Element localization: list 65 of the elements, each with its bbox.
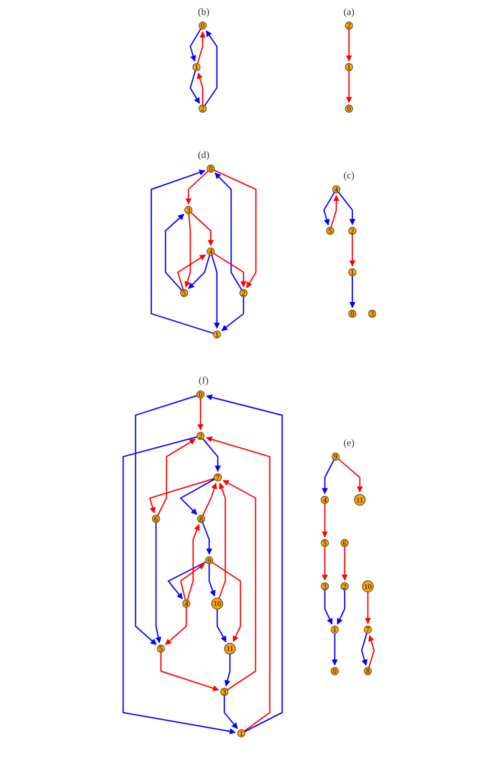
arrow bbox=[208, 564, 216, 597]
arrow bbox=[190, 212, 214, 246]
arrow bbox=[323, 192, 335, 226]
arrow bbox=[150, 170, 214, 334]
arrow bbox=[211, 254, 220, 329]
panel-label: (a) bbox=[343, 6, 354, 18]
arrow bbox=[177, 254, 206, 290]
arrow bbox=[197, 398, 204, 430]
arrow bbox=[364, 592, 371, 624]
arrow bbox=[184, 214, 191, 288]
arrow bbox=[204, 30, 218, 106]
arrow bbox=[332, 633, 338, 666]
arrow bbox=[214, 170, 256, 288]
arrow bbox=[216, 609, 227, 642]
arrow bbox=[324, 590, 333, 625]
panel-label: (b) bbox=[198, 6, 210, 18]
arrow bbox=[214, 253, 247, 288]
arrow bbox=[186, 524, 200, 600]
arrow bbox=[212, 562, 242, 642]
arrow bbox=[361, 633, 368, 666]
arrow bbox=[202, 438, 221, 472]
arrow bbox=[336, 590, 346, 625]
arrow bbox=[346, 70, 352, 104]
arrow bbox=[338, 458, 363, 493]
arrow bbox=[222, 480, 256, 690]
arrow bbox=[206, 394, 283, 732]
arrow bbox=[349, 276, 356, 308]
arrow bbox=[338, 192, 356, 226]
panel-label: (f) bbox=[198, 376, 209, 386]
panel-label: (d) bbox=[198, 150, 210, 160]
arrow bbox=[149, 478, 214, 514]
arrow bbox=[167, 561, 206, 600]
arrow bbox=[185, 170, 208, 205]
panel-label: (c) bbox=[343, 170, 354, 181]
arrow bbox=[165, 607, 187, 646]
arrow bbox=[202, 522, 212, 555]
arrow bbox=[214, 172, 242, 290]
arrow bbox=[322, 460, 334, 494]
arrow bbox=[180, 478, 215, 515]
arrow bbox=[196, 72, 204, 105]
arrow bbox=[160, 652, 220, 692]
arrow bbox=[188, 254, 210, 290]
arrow bbox=[349, 234, 356, 267]
panel-label: (e) bbox=[343, 438, 354, 448]
arrow bbox=[196, 31, 206, 64]
arrow bbox=[190, 70, 200, 104]
arrow bbox=[346, 29, 352, 62]
arrow bbox=[368, 635, 375, 668]
arrow bbox=[134, 395, 198, 646]
arrow bbox=[330, 194, 340, 228]
arrow bbox=[342, 546, 348, 581]
arrow bbox=[202, 482, 218, 516]
arrow bbox=[164, 214, 184, 291]
arrow bbox=[122, 436, 236, 734]
arrow bbox=[190, 28, 202, 62]
arrow bbox=[206, 436, 270, 732]
arrow bbox=[224, 696, 238, 729]
arrow bbox=[322, 546, 328, 581]
arrow bbox=[224, 654, 231, 686]
arrow bbox=[180, 563, 205, 600]
arrow bbox=[155, 522, 162, 644]
arrow bbox=[221, 296, 244, 332]
arrow bbox=[322, 504, 328, 538]
arrow bbox=[218, 482, 226, 599]
arrow bbox=[157, 438, 196, 516]
